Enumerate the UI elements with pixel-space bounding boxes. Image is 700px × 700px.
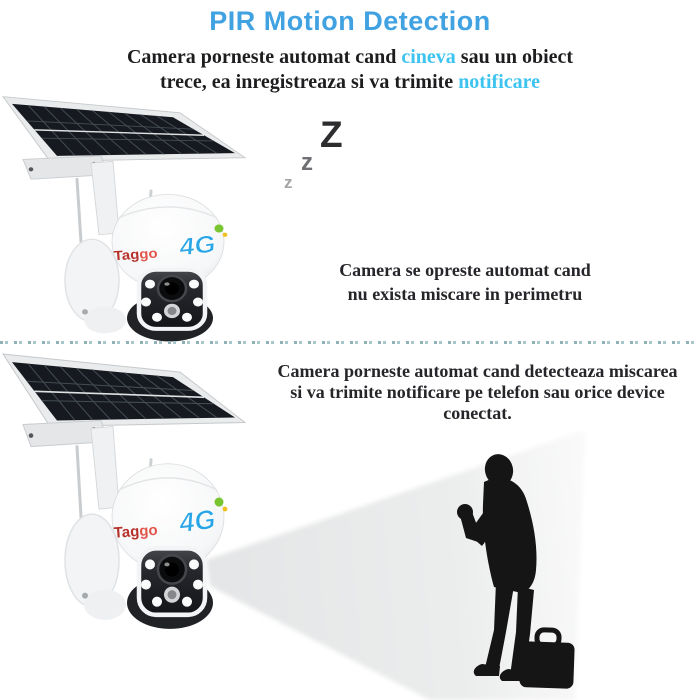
section-divider [0,341,700,344]
intro-line1-post: sau un obiect [455,46,574,68]
sleep-caption: Camera se opreste automat cand nu exista… [330,258,600,306]
intro-line-1: Camera porneste automat cand cineva sau … [0,45,700,70]
sleep-caption-line2: nu exista miscare in perimetru [347,284,583,304]
intro-line1-highlight: cineva [401,46,456,68]
silhouette-front-leg [484,582,514,674]
intro-line-2: trece, ea inregistreaza si va trimite no… [0,70,700,95]
zzz-medium: z [301,149,313,176]
solar-camera-active [0,351,263,643]
silhouette-hands [457,504,473,520]
active-caption: Camera porneste automat cand detecteaza … [255,361,700,424]
active-caption-line1: Camera porneste automat cand detecteaza … [277,361,678,381]
person-silhouette [457,454,575,689]
intro-line1-pre: Camera porneste automat cand [126,46,402,68]
zzz-large: Z [320,114,343,155]
sleep-caption-line1: Camera se opreste automat cand [339,260,591,280]
intro-text: Camera porneste automat cand cineva sau … [0,45,700,95]
silhouette-front-shoe [473,664,500,676]
intro-line2-highlight: notificare [458,71,541,93]
active-caption-line3: conectat. [443,403,512,423]
zzz-small: z [284,173,293,192]
page-title: PIR Motion Detection [209,6,491,36]
active-caption-line2: si va trimite notificare pe telefon sau … [290,382,665,402]
silhouette-torso [482,478,537,593]
intro-line2-pre: trece, ea inregistreaza si va trimite [159,71,459,93]
solar-camera-sleeping [0,94,263,354]
